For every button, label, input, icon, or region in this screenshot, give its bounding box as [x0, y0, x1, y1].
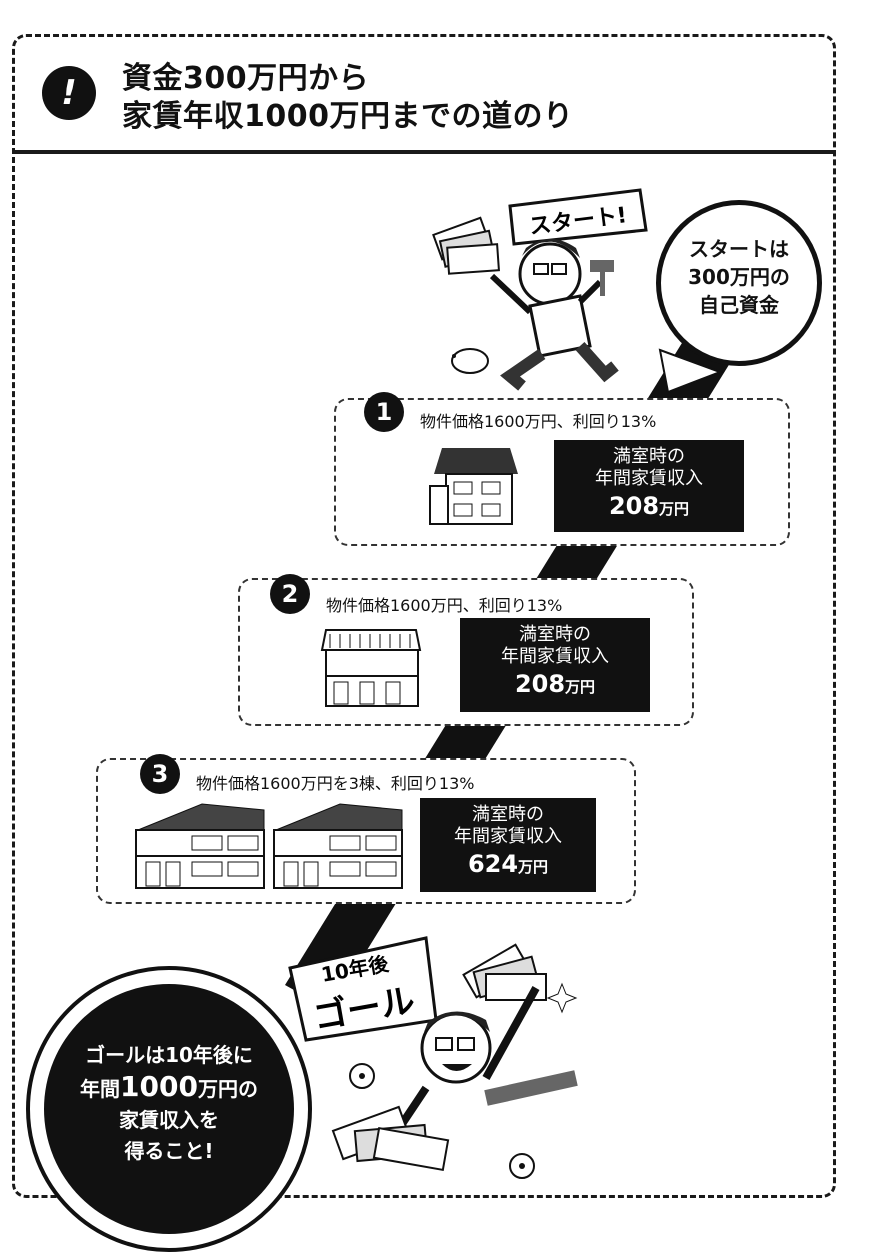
step-2-income-unit: 万円	[565, 678, 596, 696]
step-2-income-value: 208	[514, 670, 566, 698]
step-2-income-label2: 年間家賃収入	[501, 646, 609, 667]
piggy-bank-icon	[451, 348, 489, 374]
step-1-income-value: 208	[608, 492, 660, 520]
goal-sign: 10年後 ゴール	[288, 936, 438, 1042]
step-3-income-label2: 年間家賃収入	[454, 826, 562, 847]
sakura-flower-icon-b	[509, 1153, 535, 1179]
start-sign: スタート!	[508, 188, 648, 246]
start-bubble: スタートは 300万円の 自己資金	[656, 200, 822, 366]
step-1-income-label2: 年間家賃収入	[595, 468, 703, 489]
money-bills-icon	[432, 216, 500, 275]
start-man-head	[518, 242, 582, 306]
step-3-income-box: 満室時の 年間家賃収入 624万円	[420, 798, 596, 892]
apartment-building-icon-a	[135, 803, 265, 889]
outer-dashed-frame	[12, 34, 836, 1198]
title-line-1: 資金300万円から	[122, 61, 370, 96]
step-3-income-label1: 満室時の	[472, 804, 544, 825]
step-1-income-unit: 万円	[659, 500, 690, 518]
step-2-income-box: 満室時の 年間家賃収入 208万円	[460, 618, 650, 712]
goal-bubble: ゴールは10年後に 年間1000万円の 家賃収入を 得ること!	[26, 966, 312, 1252]
sparkle-icon	[546, 982, 578, 1014]
start-man-illustration: スタート!	[432, 188, 648, 391]
step-3-condition: 物件価格1600万円を3棟、利回り13%	[196, 774, 475, 793]
page-title: 資金300万円から 家賃年収1000万円までの道のり	[122, 60, 574, 136]
apartment-building-icon-b	[273, 803, 403, 889]
title-divider	[12, 150, 836, 154]
step-3-income-unit: 万円	[518, 858, 549, 876]
step-1-income-label1: 満室時の	[613, 446, 685, 467]
step-1-number: 1	[364, 392, 404, 432]
money-fan-icon	[462, 943, 547, 1001]
start-bubble-line2: 300万円の	[688, 265, 790, 289]
goal-bubble-amount: 1000	[120, 1070, 198, 1103]
step-1-condition: 物件価格1600万円、利回り13%	[420, 412, 657, 431]
money-stack-icon	[331, 1105, 450, 1172]
goal-bubble-line2-a: 年間	[80, 1077, 121, 1101]
step-2-number: 2	[270, 574, 310, 614]
title-line-2: 家賃年収1000万円までの道のり	[122, 99, 574, 134]
step-3-income-value: 624	[467, 850, 519, 878]
step-3-number: 3	[140, 754, 180, 794]
goal-man-illustration: 10年後 ゴール	[288, 936, 578, 1179]
apartment-icon	[320, 629, 422, 707]
sakura-flower-icon-a	[349, 1063, 375, 1089]
goal-bubble-line4: 得ること!	[124, 1139, 214, 1163]
step-1-income-box: 満室時の 年間家賃収入 208万円	[554, 440, 744, 532]
goal-man-head	[420, 1012, 492, 1084]
arrow-marker-top	[658, 348, 723, 394]
hammer-icon	[590, 260, 614, 296]
start-bubble-line3: 自己資金	[699, 293, 779, 317]
start-bubble-line1: スタートは	[689, 237, 789, 261]
step-2-condition: 物件価格1600万円、利回り13%	[326, 596, 563, 615]
step-2-income-label1: 満室時の	[519, 624, 591, 645]
exclamation-icon: !	[42, 66, 96, 120]
goal-bubble-line2-b: 万円の	[197, 1077, 258, 1101]
goal-bubble-line1: ゴールは10年後に	[85, 1043, 253, 1067]
house-icon	[429, 448, 518, 525]
goal-bubble-line3: 家賃収入を	[119, 1108, 219, 1132]
